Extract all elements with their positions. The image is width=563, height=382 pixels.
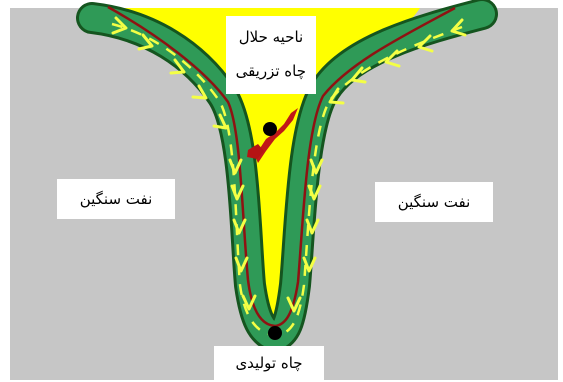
production-well-marker <box>268 326 282 340</box>
production-well-label: چاه تولیدی <box>214 346 324 380</box>
heavy-oil-left-label: نفت سنگین <box>57 179 175 219</box>
injection-well-marker <box>263 122 277 136</box>
heavy-oil-right-label: نفت سنگین <box>375 182 493 222</box>
solvent-zone-label-box: ناحیه حلال چاه تزریقی <box>226 16 316 94</box>
solvent-zone-label: ناحیه حلال <box>236 20 306 54</box>
injection-well-label: چاه تزریقی <box>236 54 306 88</box>
